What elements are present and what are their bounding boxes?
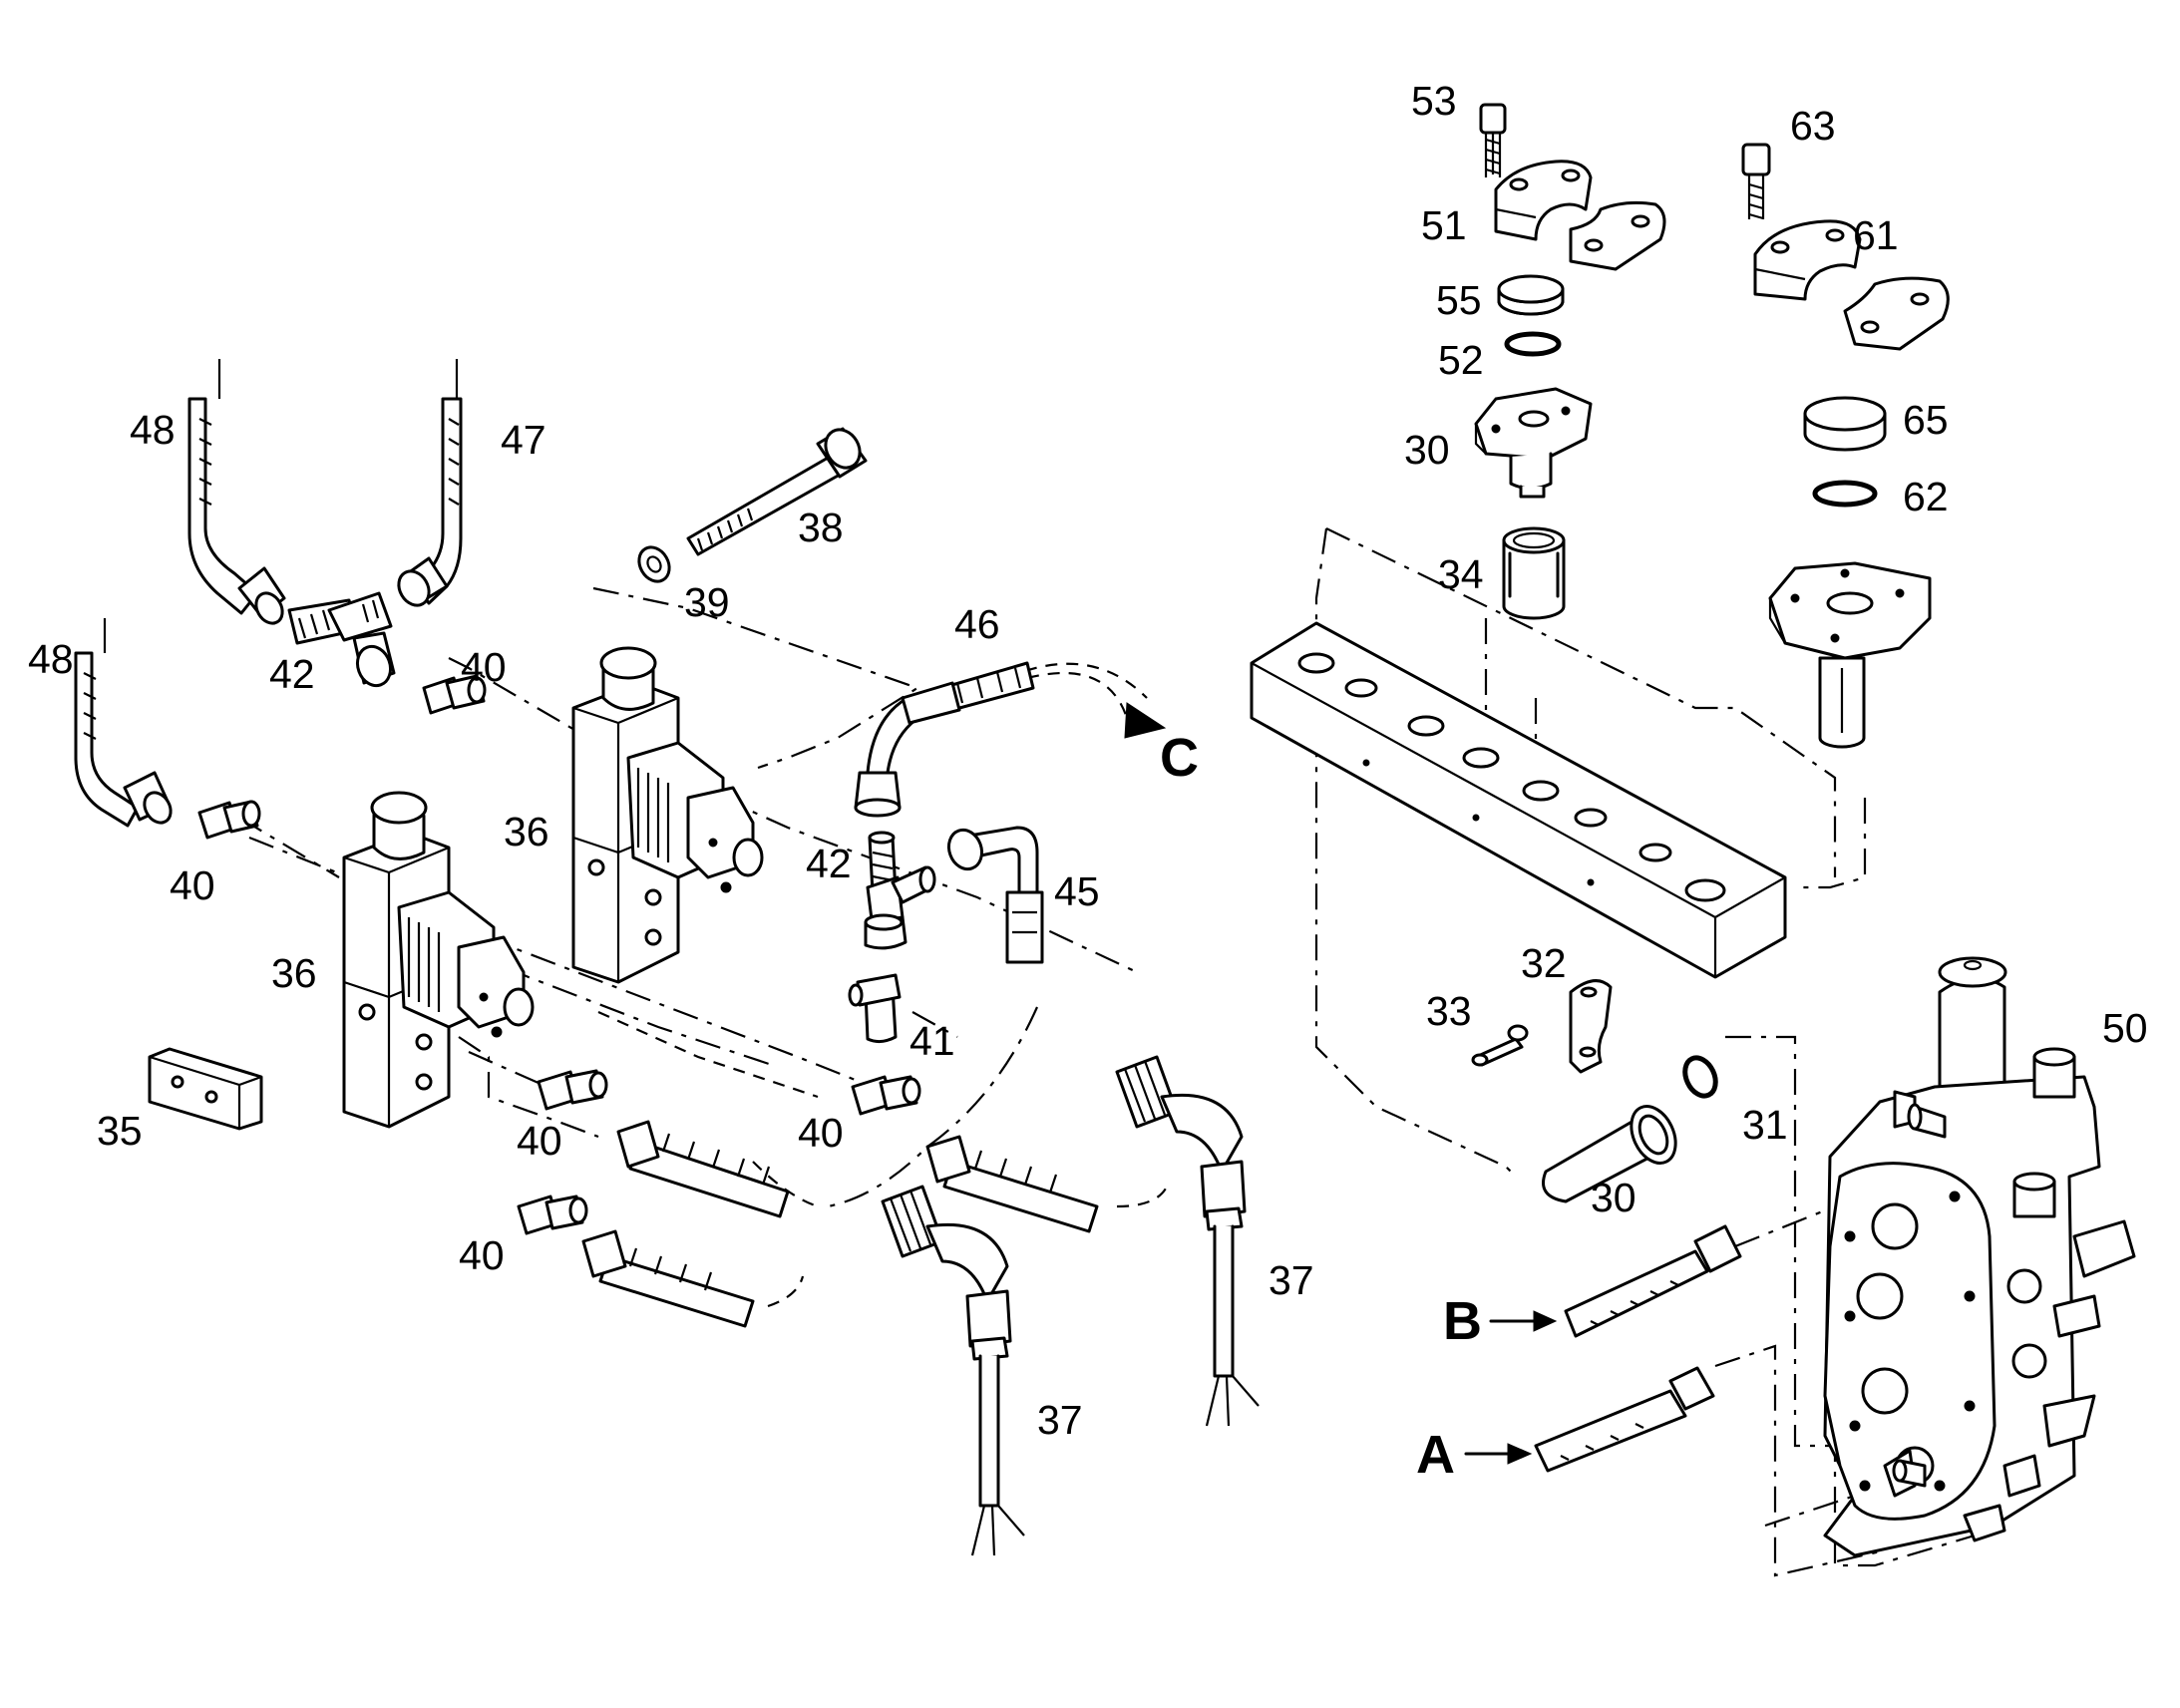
hose-A: [1534, 1366, 1715, 1473]
part-labels: 53 63 51 61 55 52 30 65 62 34 48 47 48 4…: [28, 78, 2148, 1485]
arrow-B: [1489, 1310, 1558, 1332]
solenoid-valve-36-upper: [571, 646, 764, 984]
label-port-A: A: [1416, 1425, 1455, 1485]
label-37-left: 37: [1037, 1397, 1083, 1443]
hose-lower-2: [925, 1135, 1099, 1233]
label-40-a: 40: [461, 644, 507, 690]
hose-45: [946, 826, 1044, 964]
label-42-center: 42: [806, 841, 852, 886]
hose-46: [854, 661, 1035, 818]
oring-62: [1812, 480, 1878, 508]
label-46: 46: [954, 601, 1000, 647]
label-39: 39: [684, 579, 730, 625]
label-33: 33: [1426, 988, 1472, 1034]
label-51: 51: [1421, 202, 1467, 248]
solenoid-valve-36-lower: [342, 791, 535, 1129]
oring-31: [1682, 1055, 1718, 1099]
label-45: 45: [1054, 868, 1100, 914]
flange-pipe-30-right: [1768, 561, 1932, 749]
assembly-lines: [238, 527, 1976, 1577]
flange-half-51: [1494, 160, 1593, 241]
label-52: 52: [1438, 337, 1484, 383]
label-32: 32: [1521, 940, 1567, 986]
valve-fitting-bottom: [1892, 1459, 1927, 1488]
bolt-38: [686, 427, 868, 556]
washer-39: [637, 545, 671, 583]
label-55: 55: [1436, 277, 1482, 323]
nipple-40-d: [851, 1075, 921, 1116]
label-48-upper: 48: [130, 407, 176, 453]
hose-48-upper: [187, 359, 286, 625]
label-port-C: C: [1160, 728, 1199, 788]
pipe-30-lower: [1542, 1105, 1677, 1203]
cap-55: [1497, 274, 1565, 316]
oring-52: [1504, 331, 1562, 357]
label-35: 35: [97, 1108, 143, 1154]
nipple-40-c: [537, 1069, 608, 1111]
tee-42-center: [864, 831, 936, 950]
bolt-63: [1741, 143, 1771, 220]
label-38: 38: [798, 505, 844, 550]
hose-48-lower: [74, 618, 173, 828]
label-31: 31: [1742, 1102, 1788, 1148]
manifold-bar: [1250, 621, 1787, 979]
label-port-B: B: [1443, 1291, 1482, 1351]
label-65: 65: [1903, 397, 1949, 443]
label-47: 47: [501, 417, 546, 463]
nipple-40-b: [197, 800, 261, 840]
label-50: 50: [2102, 1005, 2148, 1051]
cap-65: [1803, 396, 1887, 452]
hose-47: [397, 359, 463, 607]
label-30-lower: 30: [1591, 1175, 1636, 1220]
label-53: 53: [1411, 78, 1457, 124]
hose-lower-1: [616, 1120, 790, 1218]
label-42-upper: 42: [269, 651, 315, 697]
label-30-top: 30: [1404, 427, 1450, 473]
label-62: 62: [1903, 474, 1949, 519]
screw-33: [1471, 1024, 1529, 1067]
plate-35: [148, 1047, 263, 1131]
label-40-d: 40: [798, 1110, 844, 1156]
nipple-40-a: [422, 674, 487, 715]
flange-half-51b: [1569, 200, 1666, 271]
label-36-upper: 36: [504, 809, 549, 854]
label-37-right: 37: [1269, 1257, 1314, 1303]
nipple-40-e: [517, 1195, 588, 1235]
flange-half-61b: [1843, 276, 1950, 351]
control-valve-50: [1823, 956, 2136, 1557]
label-63: 63: [1790, 103, 1836, 149]
arrow-C: [1124, 702, 1167, 739]
label-61: 61: [1853, 212, 1899, 258]
tee-42-upper: [287, 591, 396, 688]
flange-half-61: [1753, 219, 1862, 301]
valve-fitting-top: [1907, 1103, 1947, 1139]
label-36-lower: 36: [271, 950, 317, 996]
label-34: 34: [1438, 551, 1484, 597]
bolt-53: [1479, 103, 1507, 177]
label-48-lower: 48: [28, 636, 74, 682]
label-40-e: 40: [459, 1232, 505, 1278]
arrow-A: [1464, 1443, 1533, 1465]
hose-lower-3: [581, 1229, 755, 1328]
cable-connector-37-right: [1115, 1055, 1260, 1427]
label-41: 41: [909, 1018, 955, 1064]
hose-B: [1564, 1224, 1742, 1338]
flange-half-32: [1569, 979, 1613, 1074]
label-40-c: 40: [517, 1118, 562, 1164]
flange-connector-30-top: [1474, 387, 1593, 499]
label-40-b: 40: [170, 862, 215, 908]
fitting-41: [848, 973, 902, 1044]
cable-connector-37-left: [881, 1185, 1025, 1556]
sleeve-34: [1502, 526, 1566, 620]
